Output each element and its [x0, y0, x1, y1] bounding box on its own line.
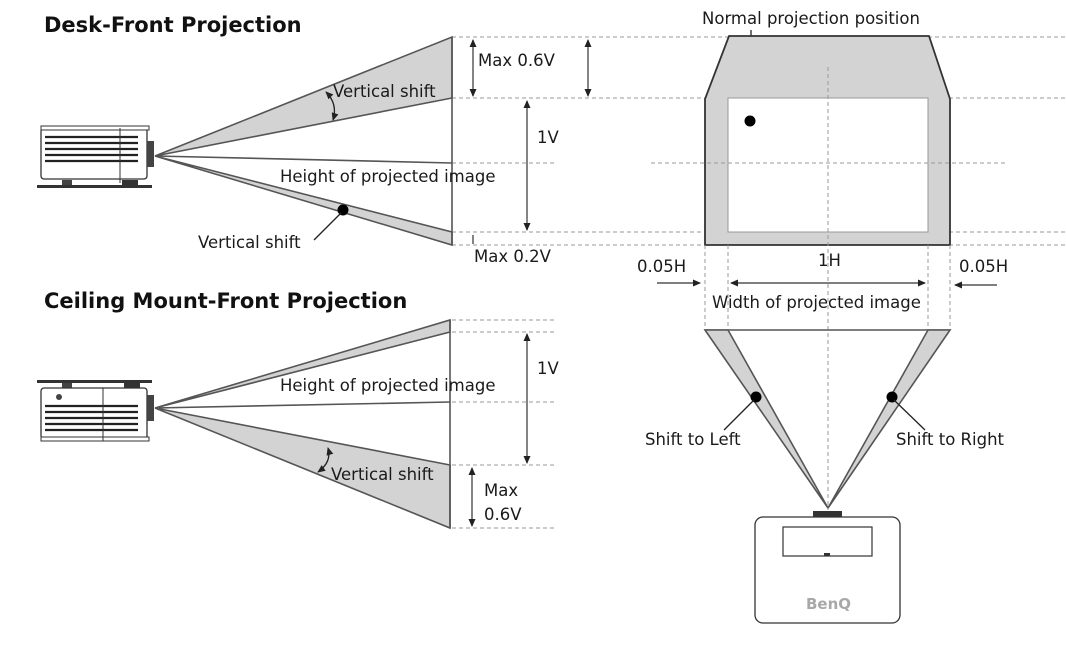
benq-logo: BenQ — [806, 595, 851, 613]
ceil-max-line2: 0.6V — [484, 505, 522, 524]
right-shift-area — [827, 329, 952, 509]
width-label: Width of projected image — [712, 293, 921, 312]
ceiling-front-section: Ceiling Mount-Front Projection Vertical … — [37, 289, 559, 530]
desk-height-label: Height of projected image — [280, 167, 495, 186]
shift-right-dot — [886, 391, 898, 403]
ceil-angle-arc — [317, 447, 334, 473]
desk-shift-dot — [337, 204, 349, 216]
ceil-center-ray — [154, 401, 451, 409]
normal-position-dot — [744, 115, 756, 127]
shift-left-dot — [750, 391, 762, 403]
left-margin-label: 0.05H — [637, 257, 686, 276]
right-margin-label: 0.05H — [959, 257, 1008, 276]
horizontal-shift-section: Normal projection position 0.05H 0.05H 1… — [637, 9, 1008, 624]
ceil-1v-label: 1V — [537, 359, 559, 378]
desk-max-top-label: Max 0.6V — [478, 51, 556, 70]
shift-left-leader — [723, 399, 755, 431]
desk-front-section: Desk-Front Projection Vertical shift Max… — [37, 13, 1066, 266]
desk-vertical-shift-top-label: Vertical shift — [333, 82, 436, 101]
desk-center-ray — [154, 155, 453, 164]
ceil-vertical-shift-label: Vertical shift — [331, 465, 434, 484]
shift-left-label: Shift to Left — [645, 430, 741, 449]
ceil-max-line1: Max — [484, 481, 518, 500]
shift-right-leader — [893, 399, 926, 431]
1h-label: 1H — [818, 251, 841, 270]
desk-1v-label: 1V — [537, 128, 559, 147]
left-shift-area — [703, 329, 829, 509]
ceiling-projector-icon — [37, 380, 154, 442]
ceil-height-label: Height of projected image — [280, 376, 495, 395]
desk-shift-leader — [313, 212, 342, 241]
ceiling-front-title: Ceiling Mount-Front Projection — [44, 289, 407, 313]
desk-front-title: Desk-Front Projection — [44, 13, 302, 37]
desk-projector-icon — [37, 125, 154, 188]
shift-right-label: Shift to Right — [896, 430, 1005, 449]
normal-position-label: Normal projection position — [702, 9, 920, 28]
desk-angle-arc — [325, 91, 339, 121]
desk-max-bottom-label: Max 0.2V — [474, 247, 552, 266]
desk-vertical-shift-bottom-label: Vertical shift — [198, 233, 301, 252]
front-projector-icon: BenQ — [754, 511, 901, 624]
